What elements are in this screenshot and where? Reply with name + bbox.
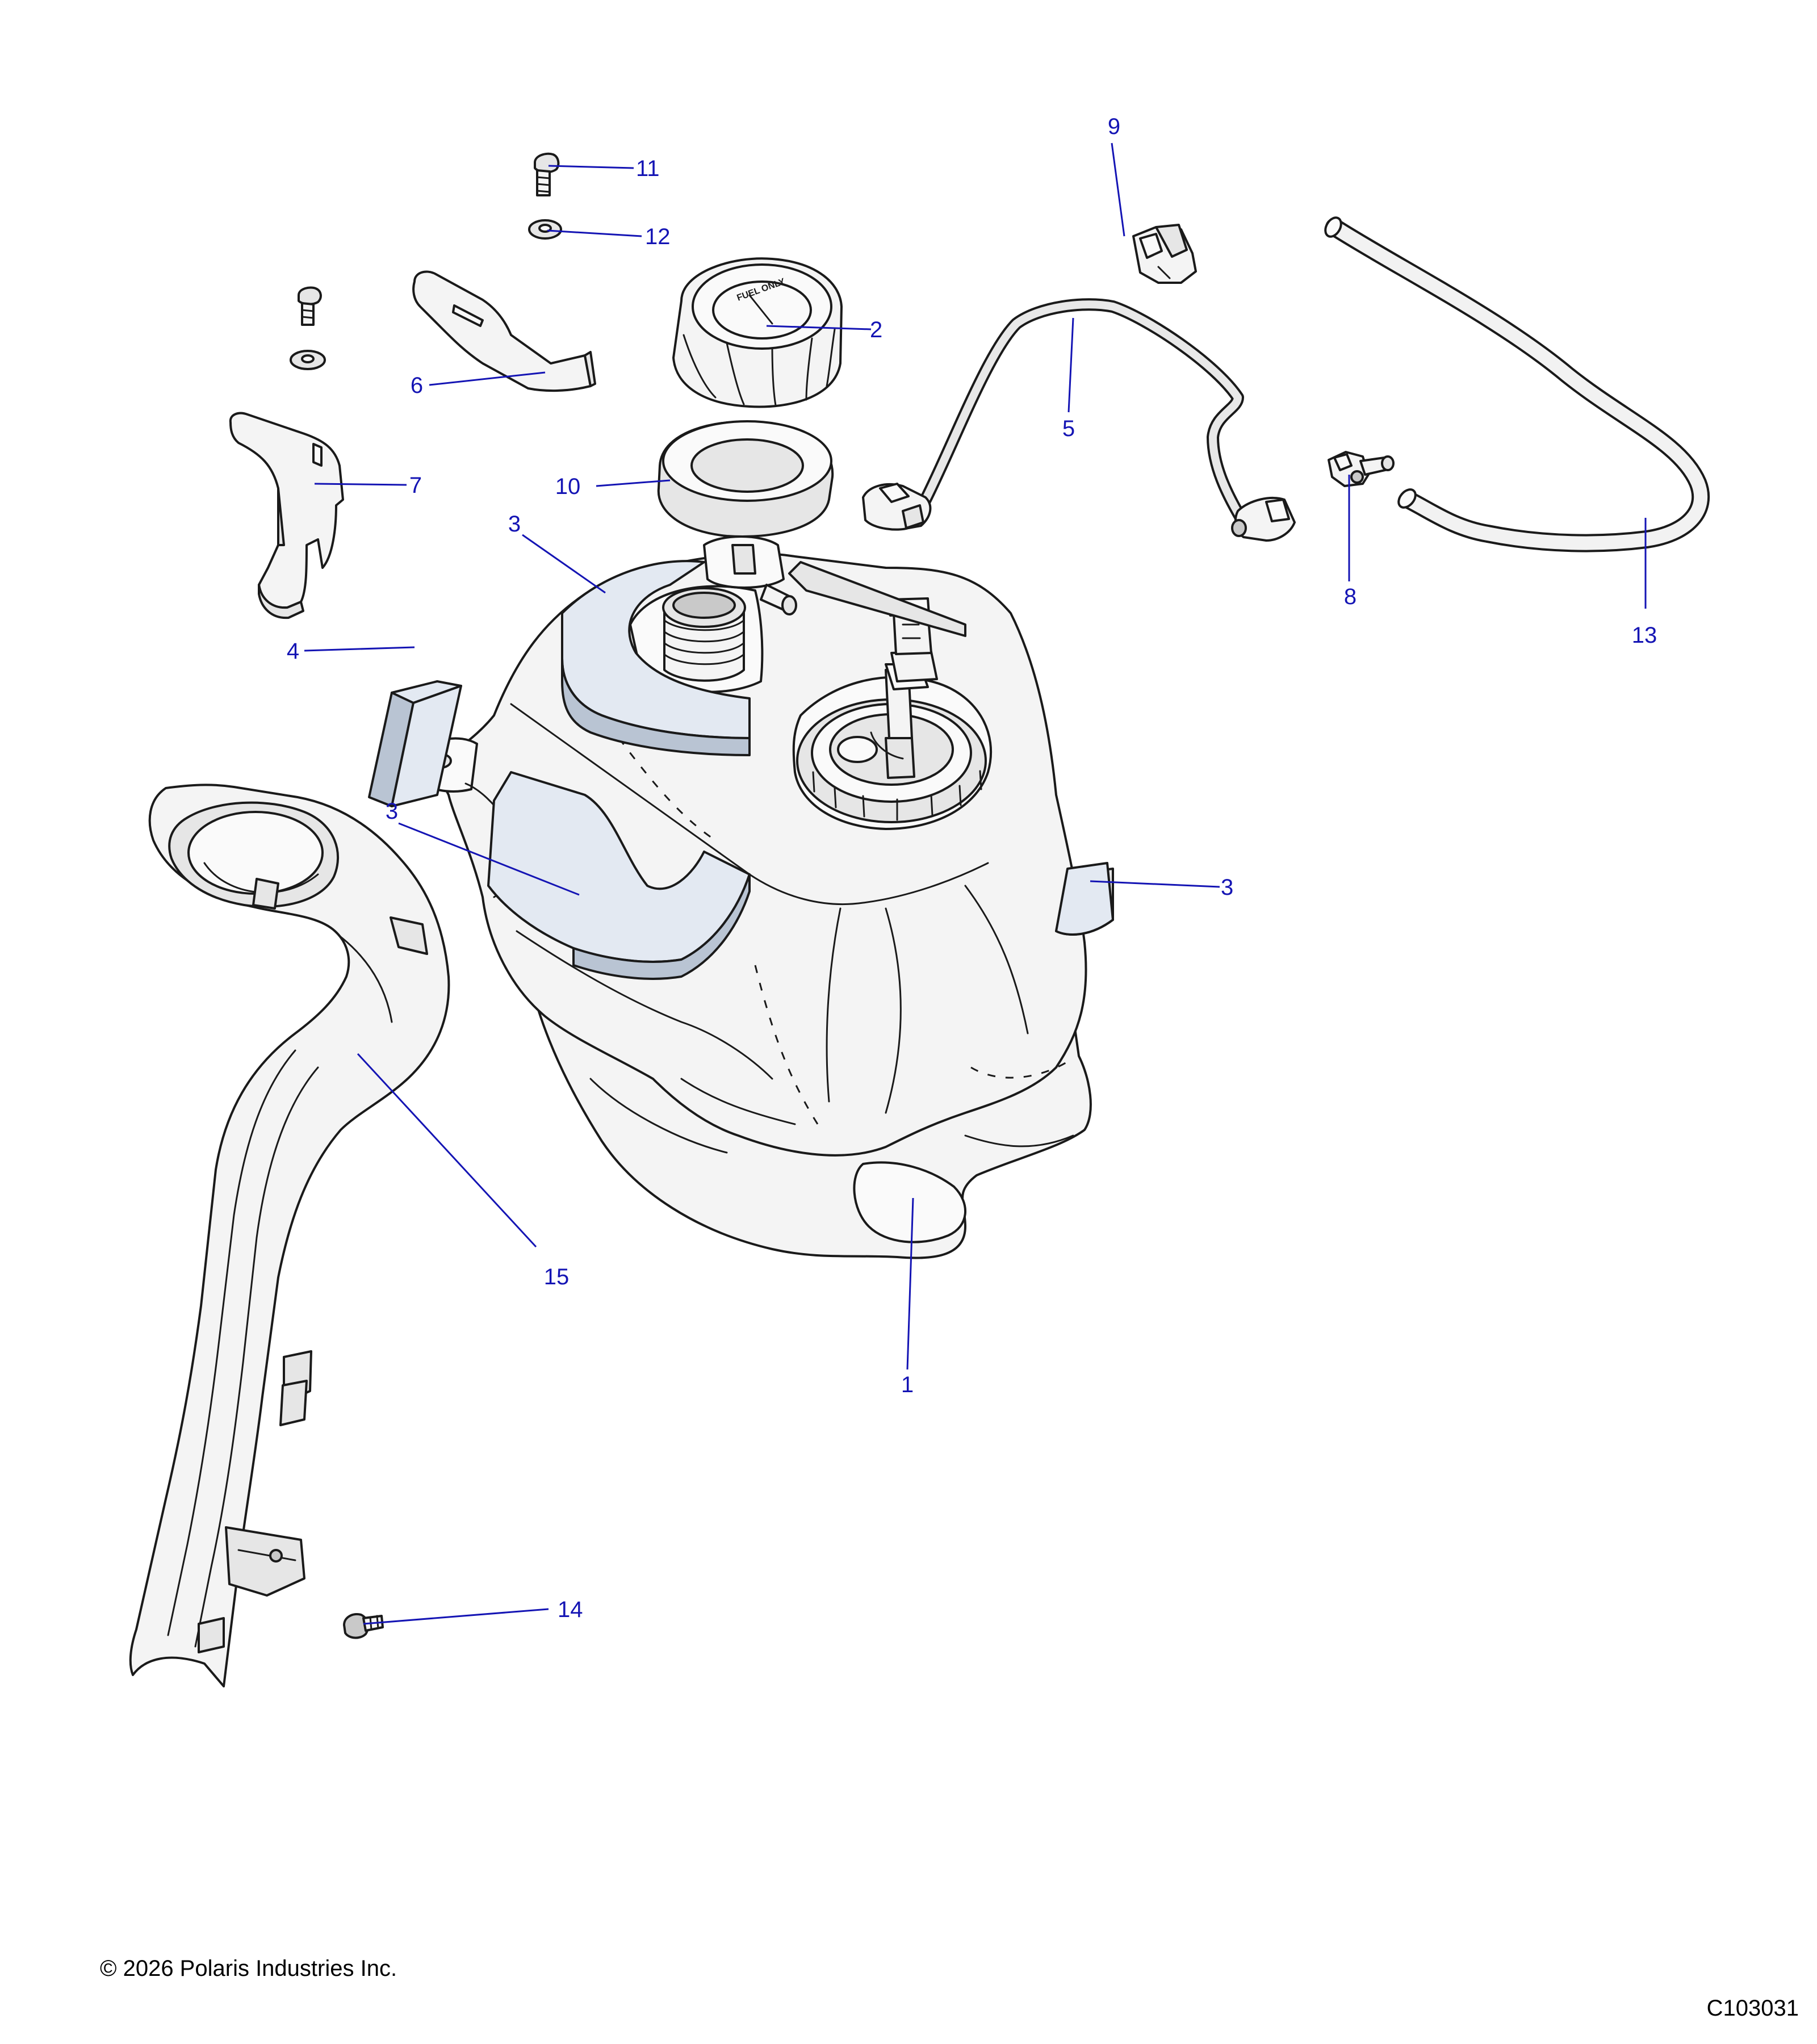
callout-3-top: 3 bbox=[508, 512, 521, 537]
leader-3b bbox=[398, 822, 580, 896]
leader-2 bbox=[766, 325, 872, 330]
callout-2: 2 bbox=[870, 317, 882, 342]
callout-15: 15 bbox=[544, 1264, 570, 1289]
support-frame-part bbox=[129, 784, 450, 1687]
seal-ring-part bbox=[657, 420, 834, 538]
callout-11: 11 bbox=[636, 156, 660, 181]
bolt-14-part bbox=[343, 1613, 384, 1639]
leader-11 bbox=[548, 165, 634, 169]
callout-9: 9 bbox=[1108, 114, 1120, 139]
connector-8-part bbox=[1328, 451, 1395, 487]
diagram-code: C103031 bbox=[1707, 1996, 1799, 2021]
callout-1: 1 bbox=[901, 1372, 914, 1397]
foam-pad-block-4 bbox=[368, 680, 462, 807]
callout-labels: 1 2 3 3 3 4 5 6 7 8 9 10 11 12 13 14 15 bbox=[287, 114, 1657, 1622]
leader-14 bbox=[363, 1608, 549, 1625]
leader-1 bbox=[906, 1197, 914, 1370]
bracket-7-part bbox=[229, 412, 344, 619]
callout-7: 7 bbox=[409, 473, 422, 498]
foam-pad-top bbox=[561, 560, 751, 756]
callout-3-left: 3 bbox=[386, 799, 398, 824]
bracket-6-part bbox=[412, 270, 596, 392]
leader-3c bbox=[1090, 880, 1220, 888]
leader-6 bbox=[429, 371, 546, 386]
callout-leaders bbox=[304, 143, 1647, 1625]
leader-5 bbox=[1067, 317, 1074, 413]
leader-15 bbox=[357, 1053, 537, 1248]
leader-12 bbox=[547, 229, 642, 237]
callout-10: 10 bbox=[555, 474, 581, 499]
callout-13: 13 bbox=[1632, 623, 1657, 648]
hose-13-part bbox=[1324, 216, 1710, 552]
bolt-11-part bbox=[534, 152, 560, 196]
callout-3-right: 3 bbox=[1221, 875, 1233, 900]
fuel-cap-part: FUEL ONLY bbox=[672, 257, 843, 408]
callout-5: 5 bbox=[1062, 416, 1075, 441]
callout-6: 6 bbox=[411, 373, 423, 398]
foam-pad-left bbox=[487, 771, 751, 980]
callout-8: 8 bbox=[1344, 584, 1357, 609]
bracket-bolt-part bbox=[298, 286, 322, 326]
callout-12: 12 bbox=[645, 224, 671, 249]
bracket-washer-part bbox=[290, 350, 326, 370]
leader-9 bbox=[1111, 143, 1125, 237]
callout-4: 4 bbox=[287, 639, 299, 664]
leader-7 bbox=[314, 483, 407, 486]
copyright-notice: © 2026 Polaris Industries Inc. bbox=[100, 1956, 397, 1981]
callout-14: 14 bbox=[558, 1597, 583, 1622]
leader-4 bbox=[304, 646, 415, 652]
washer-12-part bbox=[528, 219, 562, 240]
vent-line-part bbox=[862, 298, 1296, 542]
leader-3a bbox=[522, 534, 606, 594]
clip-9-part bbox=[1132, 224, 1197, 284]
leader-10 bbox=[596, 479, 671, 487]
